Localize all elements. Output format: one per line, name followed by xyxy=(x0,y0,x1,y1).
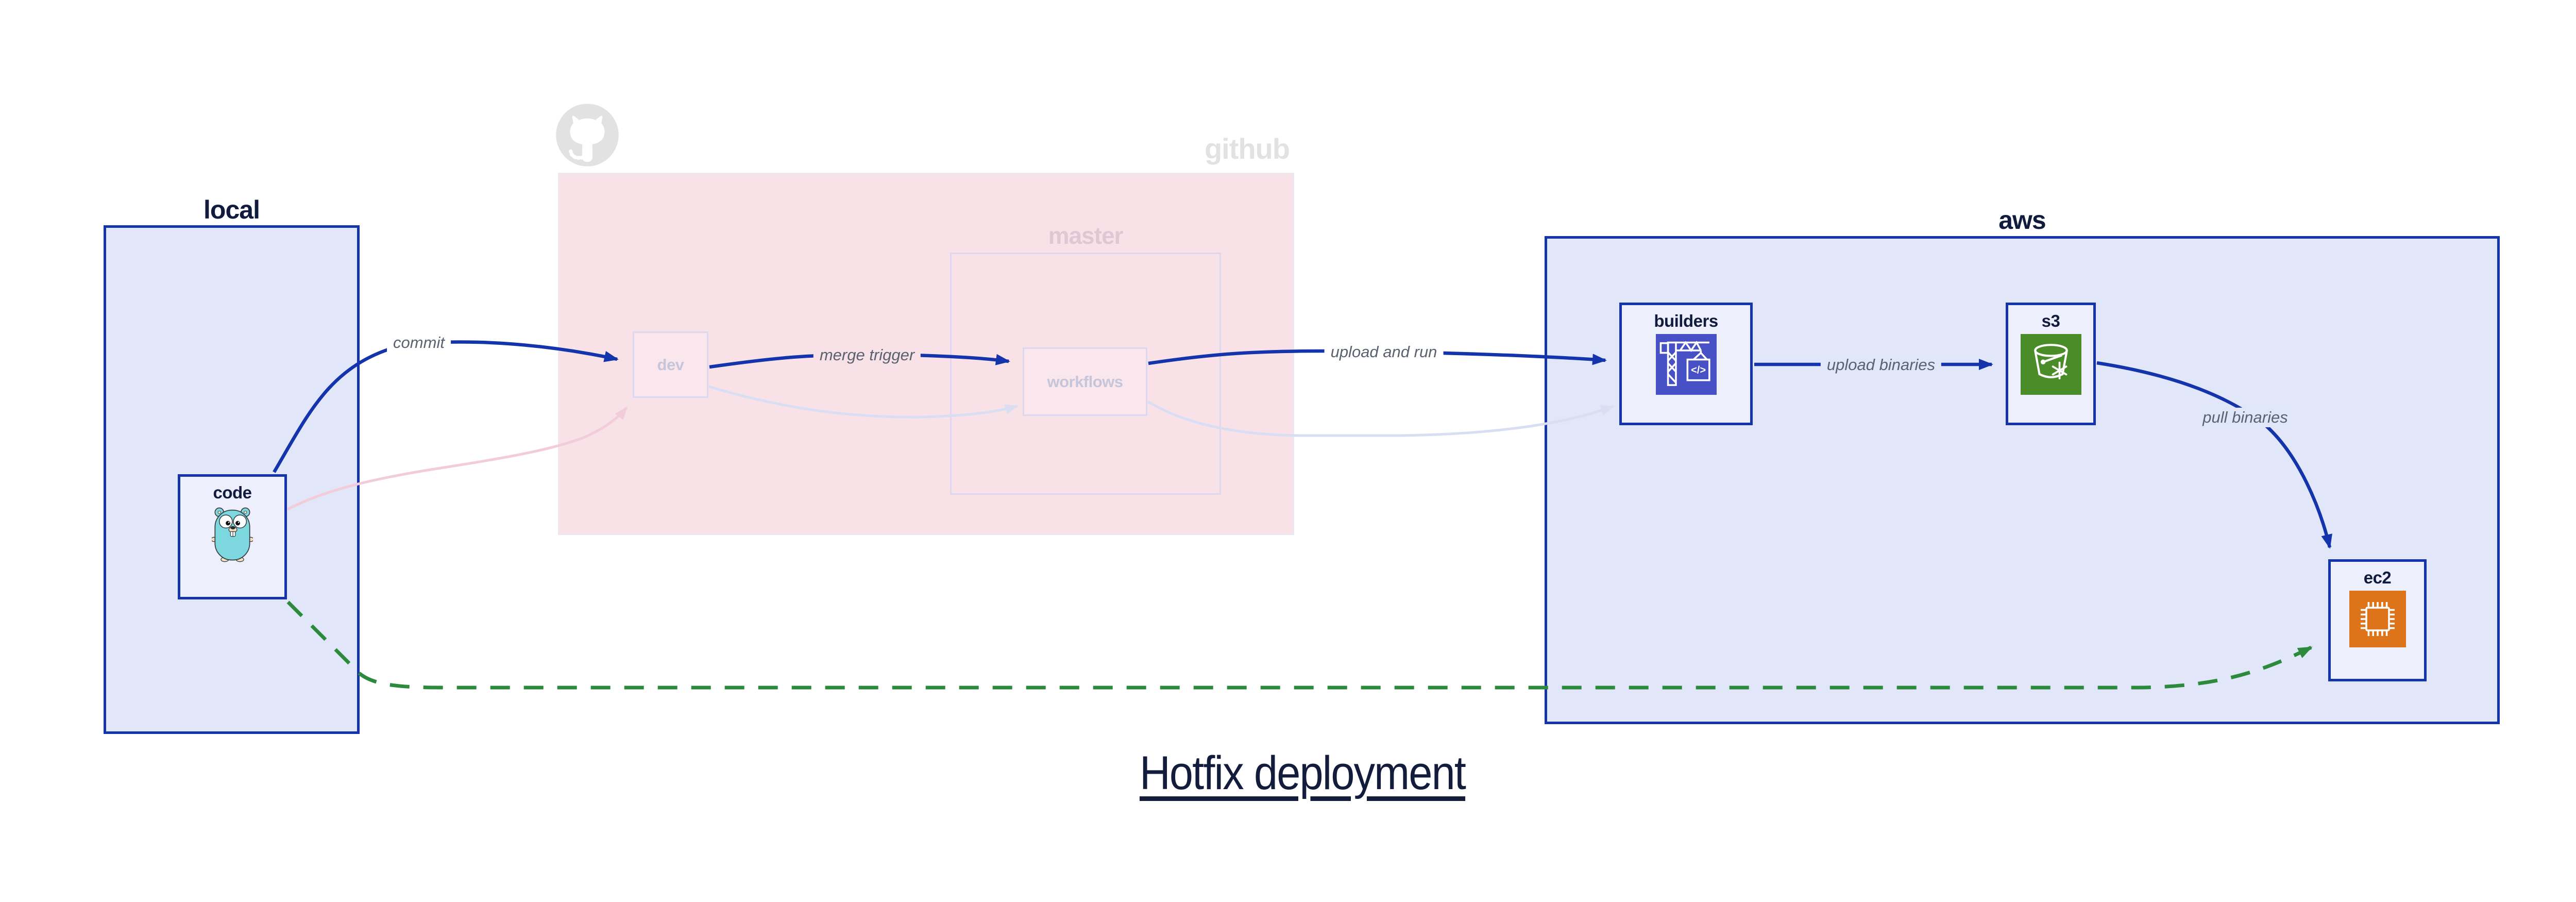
node-code-label: code xyxy=(213,483,252,502)
edge-faded-code-to-dev xyxy=(286,406,628,511)
node-builders-label: builders xyxy=(1654,311,1718,330)
svg-text:</>: </> xyxy=(1691,365,1706,376)
node-s3: s3 xyxy=(2006,303,2096,425)
codebuild-crane-icon: </> xyxy=(1655,334,1717,395)
node-workflows-label: workflows xyxy=(1047,372,1123,391)
diagram-title: Hotfix deployment xyxy=(1139,747,1466,799)
local-container-label: local xyxy=(204,195,260,224)
edge-label-pull-binaries: pull binaries xyxy=(2196,407,2294,428)
s3-bucket-icon xyxy=(2020,334,2081,395)
master-branch-box xyxy=(950,253,1221,495)
node-workflows: workflows xyxy=(1023,347,1147,416)
node-ec2: ec2 xyxy=(2328,559,2427,681)
node-dev: dev xyxy=(633,331,708,398)
node-dev-label: dev xyxy=(657,355,684,374)
edge-commit-arrow xyxy=(273,340,619,473)
edge-faded-dev-to-workflows xyxy=(708,385,1019,419)
gopher-icon xyxy=(212,507,253,562)
edge-faded-workflows-to-builders xyxy=(1147,400,1615,437)
node-builders: builders </> xyxy=(1619,303,1753,425)
node-ec2-label: ec2 xyxy=(2363,568,2392,587)
edge-label-upload-binaries: upload binaries xyxy=(1820,355,1942,375)
edge-pull-binaries-arrow xyxy=(2096,361,2332,549)
github-container-label: github xyxy=(1204,132,1290,165)
edge-label-merge-trigger: merge trigger xyxy=(813,345,921,365)
node-code: code xyxy=(178,474,287,599)
node-s3-label: s3 xyxy=(2041,311,2060,330)
edge-label-upload-and-run: upload and run xyxy=(1324,342,1444,362)
ec2-chip-icon xyxy=(2349,591,2406,647)
edge-label-commit: commit xyxy=(387,332,451,353)
aws-container-label: aws xyxy=(1998,206,2046,235)
edge-hotfix-dashed-arrow xyxy=(286,600,2313,690)
github-octocat-icon xyxy=(556,104,619,166)
master-branch-label: master xyxy=(1048,222,1124,249)
